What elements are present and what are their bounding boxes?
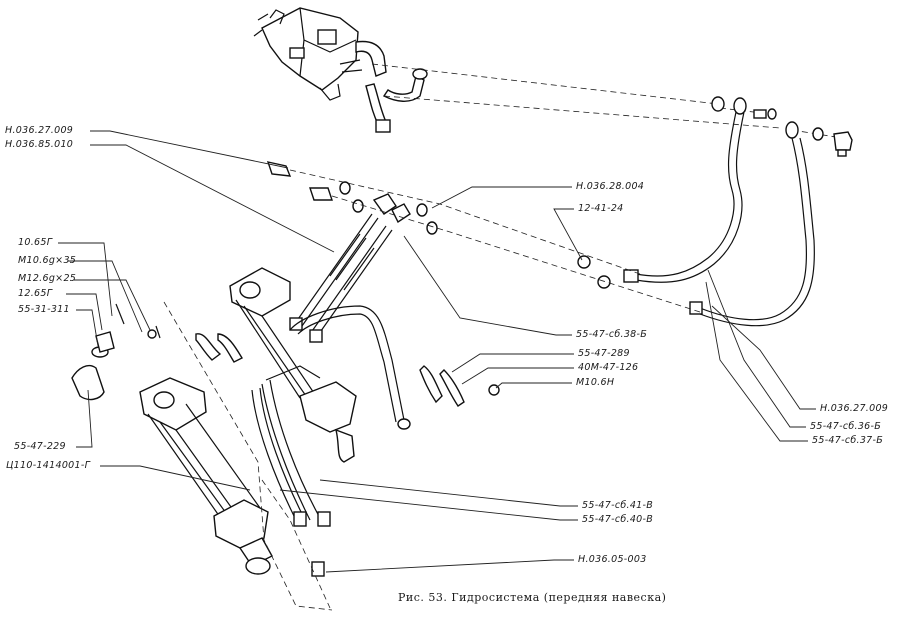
label-12-65g: 12.65Г [18, 288, 53, 299]
small-parts-left [71, 303, 243, 401]
small-parts-right [419, 365, 500, 407]
label-55-47-229: 55-47-229 [14, 441, 66, 452]
label-h03605003: Н.036.05-003 [578, 554, 647, 565]
label-sb37b: 55-47-сб.37-Б [812, 435, 884, 446]
label-sb36b: 55-47-сб.36-Б [810, 421, 882, 432]
pipe-assemblies-36-37 [623, 111, 815, 327]
upper-cylinder [229, 267, 357, 521]
label-55-31-311: 55-31-311 [18, 304, 70, 315]
label-m10-6g-35: М10.6g×35 [18, 255, 77, 266]
label-m12-6g-25: М12.6g×25 [18, 273, 77, 284]
label-sb38b: 55-47-сб.38-Б [576, 329, 648, 340]
hydraulic-distributor [253, 7, 428, 133]
bottom-fitting [311, 561, 325, 577]
frame-pipes-40-41 [251, 305, 411, 527]
label-h03628004: Н.036.28.004 [576, 181, 645, 192]
label-c110-1414001: Ц110-1414001-Г [6, 460, 91, 471]
label-sb40v: 55-47-сб.40-В [582, 514, 654, 525]
label-h03627009-right: Н.036.27.009 [820, 403, 889, 414]
label-10-65g: 10.65Г [18, 237, 53, 248]
figure-caption: Рис. 53. Гидросистема (передняя навеска) [398, 591, 667, 604]
label-55-47-289: 55-47-289 [578, 348, 630, 359]
hoses [289, 213, 393, 343]
label-h03685010: Н.036.85.010 [5, 139, 74, 150]
label-sb41v: 55-47-сб.41-В [582, 500, 654, 511]
label-h03627009-left: Н.036.27.009 [5, 125, 74, 136]
top-right-fittings [711, 96, 853, 157]
leader-lines [58, 130, 816, 573]
label-40m-47-126: 40М-47-126 [578, 362, 639, 373]
label-12-41-24: 12-41-24 [578, 203, 624, 214]
label-m10-6h: М10.6Н [576, 377, 615, 388]
main-cylinder [139, 377, 273, 575]
